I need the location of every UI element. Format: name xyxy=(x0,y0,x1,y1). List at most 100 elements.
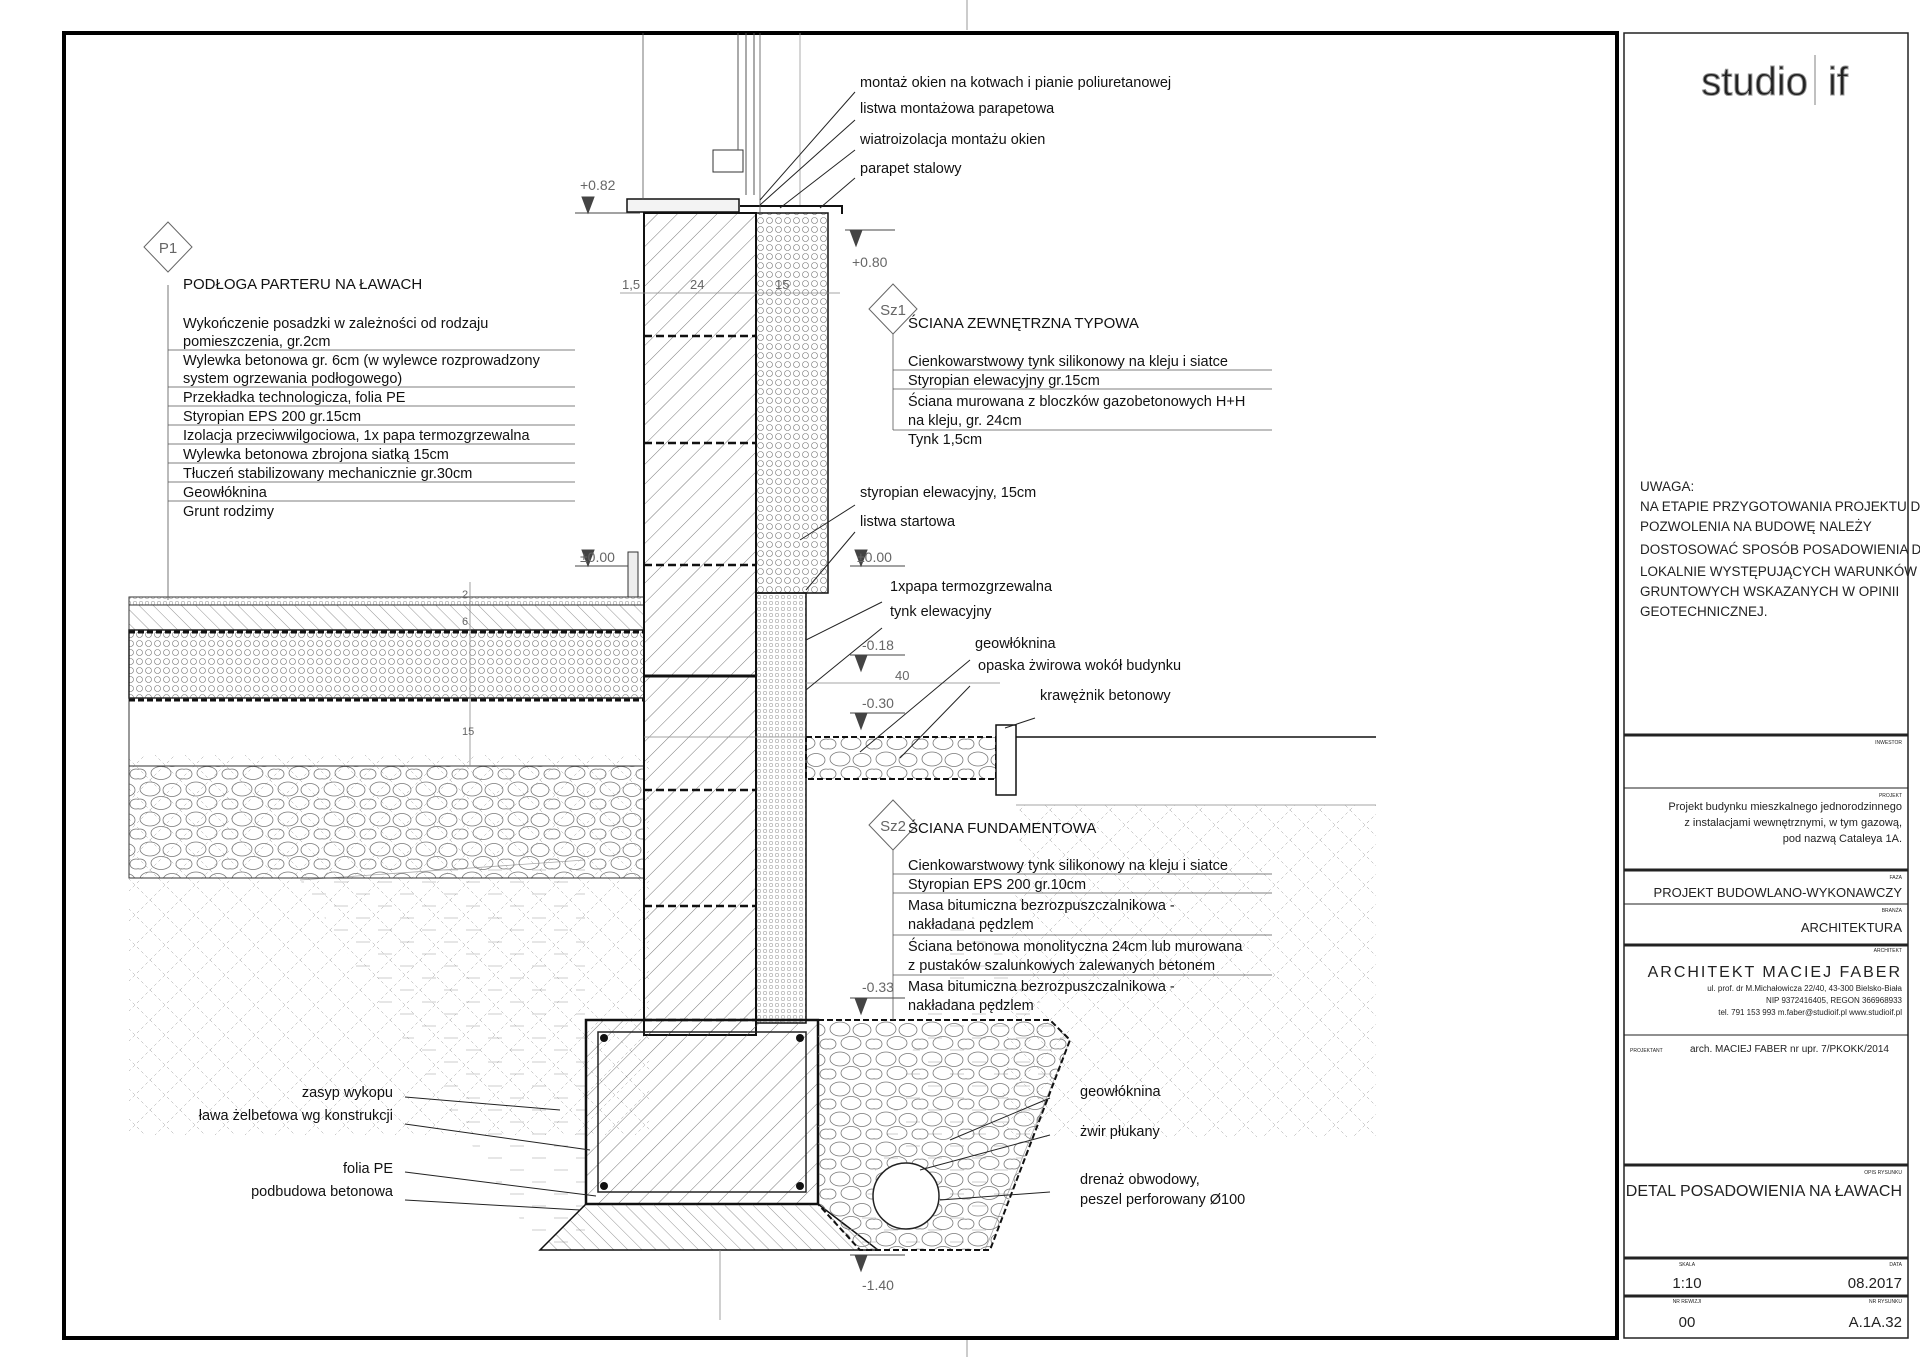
footing xyxy=(538,1018,881,1251)
sz1-line: Cienkowarstwowy tynk silikonowy na kleju… xyxy=(908,354,1228,370)
sz2-line: Masa bitumiczna bezrozpuszczalnikowa - xyxy=(908,979,1175,995)
label-concrete-base: podbudowa betonowa xyxy=(251,1184,394,1200)
dim-insulation: 15 xyxy=(775,277,789,292)
note-line: DOSTOSOWAĆ SPOSÓB POSADOWIENIA DO xyxy=(1640,542,1920,557)
projekt-line: pod nazwą Cataleya 1A. xyxy=(1783,833,1902,845)
title-block xyxy=(1623,32,1909,1339)
p1-line: Grunt rodzimy xyxy=(183,504,275,520)
sz1-line: Tynk 1,5cm xyxy=(908,432,982,448)
inwestor-label: INWESTOR xyxy=(1875,740,1902,746)
architekt-nip: NIP 9372416405, REGON 366968933 xyxy=(1766,996,1903,1005)
sz1-title: ŚCIANA ZEWNĘTRZNA TYPOWA xyxy=(908,314,1139,332)
level-080: +0.80 xyxy=(852,254,888,270)
projekt-label: PROJEKT xyxy=(1879,793,1902,799)
note-line: POZWOLENIA NA BUDOWĘ NALEŻY xyxy=(1640,519,1872,534)
level-082: +0.82 xyxy=(580,177,616,193)
sz2-line: Cienkowarstwowy tynk silikonowy na kleju… xyxy=(908,858,1228,874)
projekt-line: z instalacjami wewnętrznymi, w tym gazow… xyxy=(1684,817,1902,829)
external-wall xyxy=(643,212,757,1036)
architekt-label: ARCHITEKT xyxy=(1874,948,1902,954)
label-geotextile-2: geowłóknina xyxy=(1080,1084,1162,1100)
revision-value: 00 xyxy=(1679,1314,1696,1331)
dim-finish: 2 xyxy=(462,589,468,601)
level-000-inside: ±0.00 xyxy=(580,549,615,565)
label-starter-strip: listwa startowa xyxy=(860,514,956,530)
drawing-number: A.1A.32 xyxy=(1849,1314,1902,1331)
level-030: -0.30 xyxy=(862,695,894,711)
note-line: GEOTECHNICZNEJ. xyxy=(1640,604,1768,619)
rewizja-label: NR REWIZJI xyxy=(1673,1299,1702,1305)
sz1-line: na kleju, gr. 24cm xyxy=(908,413,1022,429)
sz1-tag: Sz1 xyxy=(880,302,906,319)
architekt-address: ul. prof. dr M.Michałowicza 22/40, 43-30… xyxy=(1707,984,1902,993)
drawing-frame xyxy=(62,31,1619,1340)
projekt-line: Projekt budynku mieszkalnego jednorodzin… xyxy=(1668,801,1902,813)
p1-line: Tłuczeń stabilizowany mechanicznie gr.30… xyxy=(183,466,472,482)
p1-line: Styropian EPS 200 gr.15cm xyxy=(183,409,361,425)
foundation-insulation xyxy=(755,592,807,1024)
label-facade-eps: styropian elewacyjny, 15cm xyxy=(860,485,1036,501)
sz2-line: Masa bitumiczna bezrozpuszczalnikowa - xyxy=(908,898,1175,914)
note-line: UWAGA: xyxy=(1640,479,1694,494)
window-sill xyxy=(626,33,843,215)
dimension-lines xyxy=(469,292,1000,1320)
date-value: 08.2017 xyxy=(1848,1275,1902,1292)
dim-slab: 15 xyxy=(462,726,474,738)
note-line: LOKALNIE WYSTĘPUJĄCYCH WARUNKÓW xyxy=(1640,564,1917,579)
label-kerb: krawężnik betonowy xyxy=(1040,688,1171,704)
label-facade-plaster: tynk elewacyjny xyxy=(890,604,992,620)
skirting xyxy=(627,551,639,598)
drawing-title: DETAL POSADOWIENIA NA ŁAWACH xyxy=(1626,1183,1902,1200)
label-drainage-pipe: peszel perforowany Ø100 xyxy=(1080,1192,1245,1208)
p1-line: Geowłóknina xyxy=(183,485,268,501)
projektant-value: arch. MACIEJ FABER nr upr. 7/PKOKK/2014 xyxy=(1690,1044,1889,1055)
skala-label: SKALA xyxy=(1679,1262,1696,1268)
sz2-line: z pustaków szalunkowych zalewanych beton… xyxy=(908,958,1215,974)
p1-title: PODŁOGA PARTERU NA ŁAWACH xyxy=(183,276,422,293)
level-018: -0.18 xyxy=(862,637,894,653)
branza-label: BRANŻA xyxy=(1882,907,1903,914)
p1-line: Izolacja przeciwwilgociowa, 1x papa term… xyxy=(183,428,530,444)
p1-line: pomieszczenia, gr.2cm xyxy=(183,334,330,350)
floor-layers xyxy=(128,596,645,879)
dim-screed: 6 xyxy=(462,616,468,628)
label-geotextile: geowłóknina xyxy=(975,636,1057,652)
level-140: -1.40 xyxy=(862,1277,894,1293)
sz2-title: ŚCIANA FUNDAMENTOWA xyxy=(908,819,1096,837)
branza-value: ARCHITEKTURA xyxy=(1801,920,1902,935)
p1-tag: P1 xyxy=(159,240,177,257)
label-footing: ława żelbetowa wg konstrukcji xyxy=(199,1108,393,1124)
dim-strip: 40 xyxy=(895,668,909,683)
leader-lines xyxy=(404,91,1051,1211)
faza-label: FAZA xyxy=(1889,875,1902,881)
spec-rules xyxy=(167,285,1272,1020)
p1-line: Przekładka technologicza, folia PE xyxy=(183,390,406,406)
data-label: DATA xyxy=(1889,1262,1902,1268)
architekt-name: ARCHITEKT MACIEJ FABER xyxy=(1648,964,1902,981)
sz2-line: Styropian EPS 200 gr.10cm xyxy=(908,877,1086,893)
gravel-strip xyxy=(644,724,1376,806)
label-gravel-strip: opaska żwirowa wokół budynku xyxy=(978,658,1181,674)
label-bitumen-felt: 1xpapa termozgrzewalna xyxy=(890,579,1053,595)
p1-line: system ogrzewania podłogowego) xyxy=(183,371,402,387)
tag-diamonds xyxy=(143,221,918,851)
drainage-gravel xyxy=(817,1019,1072,1251)
dim-plaster: 1,5 xyxy=(622,277,640,292)
level-033: -0.33 xyxy=(862,979,894,995)
scale-value: 1:10 xyxy=(1672,1275,1701,1292)
architekt-contact: tel. 791 153 993 m.faber@studioif.pl www… xyxy=(1718,1008,1902,1017)
note-line: GRUNTOWYCH WSKAZANYCH W OPINII xyxy=(1640,584,1899,599)
label-washed-gravel: żwir płukany xyxy=(1080,1124,1161,1140)
opis-label: OPIS RYSUNKU xyxy=(1864,1170,1902,1176)
dim-wall: 24 xyxy=(690,277,704,292)
p1-line: Wykończenie posadzki w zależności od rod… xyxy=(183,316,488,332)
logo-if: if xyxy=(1828,60,1849,104)
projektant-label: PROJEKTANT xyxy=(1630,1048,1663,1054)
label-wind-barrier: wiatroizolacja montażu okien xyxy=(859,132,1045,148)
rysunek-label: NR RYSUNKU xyxy=(1869,1299,1902,1305)
label-steel-sill: parapet stalowy xyxy=(860,161,962,177)
p1-line: Wylewka betonowa gr. 6cm (w wylewce rozp… xyxy=(183,353,541,369)
label-sill-strip: listwa montażowa parapetowa xyxy=(860,101,1055,117)
facade-insulation xyxy=(755,212,829,594)
